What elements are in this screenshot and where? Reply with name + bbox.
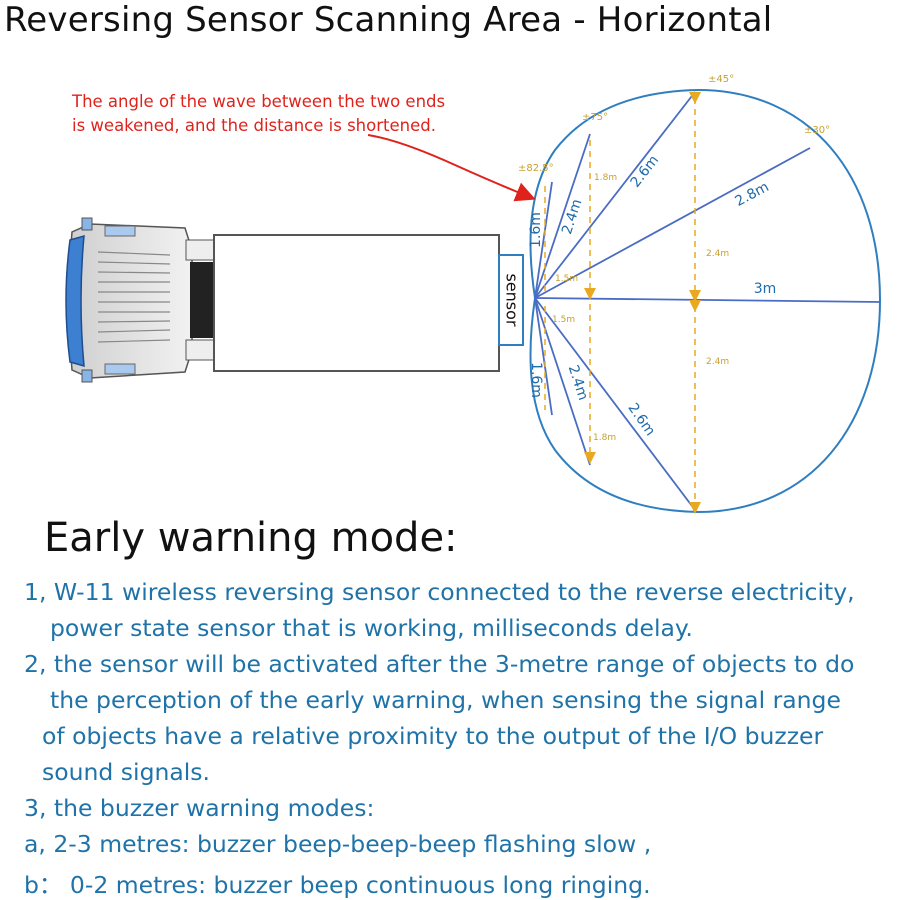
label-16-top: 1.6m <box>528 212 544 248</box>
windshield <box>65 234 85 368</box>
label-15-b: 1.5m <box>552 315 575 325</box>
label-24-mid-top: 2.4m <box>706 249 729 259</box>
mode-line-4: the perception of the early warning, whe… <box>50 686 841 714</box>
label-3: 3m <box>754 281 777 297</box>
angle-825: ±82.5° <box>518 163 554 174</box>
annotation-arrow <box>367 134 536 202</box>
page-title: Reversing Sensor Scanning Area - Horizon… <box>4 0 773 40</box>
angle-45: ±45° <box>708 74 734 85</box>
annotation-line-2: is weakened, and the distance is shorten… <box>72 116 436 135</box>
mode-heading: Early warning mode: <box>44 515 458 561</box>
mode-line-7: 3, the buzzer warning modes: <box>24 794 375 822</box>
dashed-guides <box>544 92 701 514</box>
mode-line-5: of objects have a relative proximity to … <box>42 722 824 750</box>
coupling <box>190 262 214 338</box>
sensor-box <box>498 254 524 346</box>
mode-line-6: sound signals. <box>42 758 211 786</box>
angle-30: ±30° <box>804 125 830 136</box>
mirror-left <box>81 217 93 231</box>
label-16-bot: 1.6m <box>528 362 544 398</box>
label-18-top: 1.8m <box>594 173 617 183</box>
label-26-bot: 2.6m <box>624 400 658 439</box>
trailer-box <box>213 234 500 372</box>
mode-line-9: b： 0-2 metres: buzzer beep continuous lo… <box>24 871 651 899</box>
sensor-diagram: sensor ±45° ±75° ±30° ±82.5° 1.8m 2.4m 2… <box>65 74 882 514</box>
label-18-bot: 1.8m <box>593 433 616 443</box>
scan-area-outline <box>529 88 882 514</box>
mode-line-3: 2, the sensor will be activated after th… <box>24 650 855 678</box>
annotation-line-1: The angle of the wave between the two en… <box>71 92 445 111</box>
label-24-bot: 2.4m <box>565 363 591 402</box>
beams <box>534 91 881 511</box>
truck <box>65 217 500 383</box>
mode-line-1: 1, W-11 wireless reversing sensor connec… <box>24 578 855 606</box>
angle-75: ±75° <box>582 112 608 123</box>
label-15-a: 1.5m <box>555 274 578 284</box>
truck-cab <box>68 223 193 379</box>
mode-line-8: a, 2-3 metres: buzzer beep-beep-beep fla… <box>24 830 652 858</box>
mirror-right <box>81 369 93 383</box>
label-24-top: 2.4m <box>559 197 585 236</box>
label-28: 2.8m <box>733 179 772 210</box>
label-24-mid-bot: 2.4m <box>706 357 729 367</box>
sensor-label: sensor <box>503 273 522 326</box>
mode-line-2: power state sensor that is working, mill… <box>50 614 693 642</box>
